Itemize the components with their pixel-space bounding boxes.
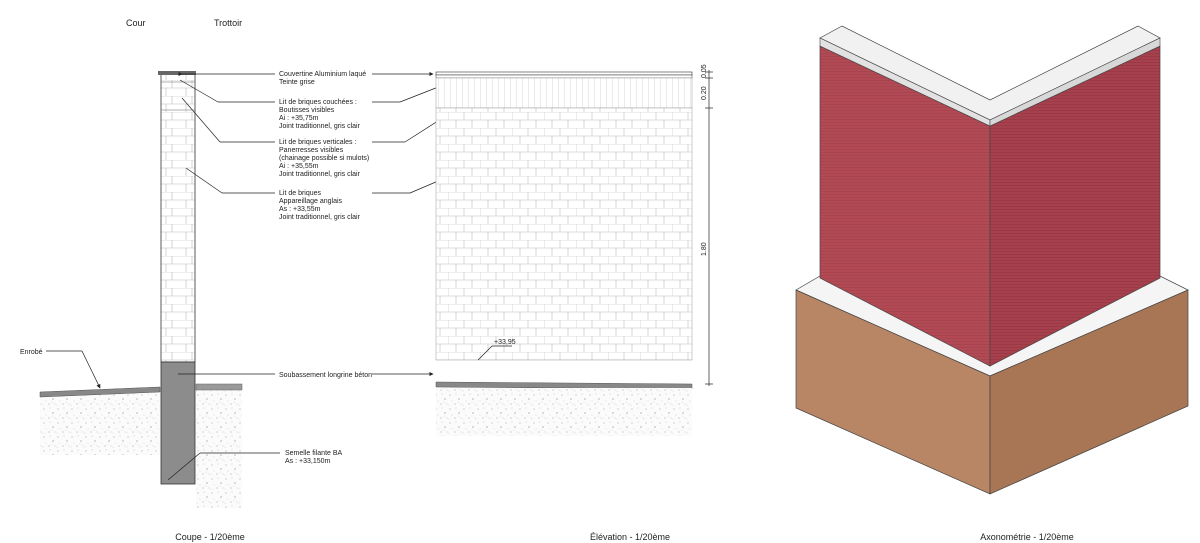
coping-front-right bbox=[989, 37, 1161, 127]
level-mark: +33,95 bbox=[494, 339, 516, 346]
axonometry-view: Axonométrie - 1/20ème bbox=[795, 25, 1189, 542]
dim-soldier: 0.20 bbox=[701, 86, 708, 100]
dim-coping: 0.05 bbox=[701, 64, 708, 78]
header-cour: Cour bbox=[126, 18, 146, 28]
ground-elevation bbox=[436, 388, 692, 436]
annotation-semelle: Semelle filante BA As : +33,150m bbox=[285, 450, 344, 465]
concrete-footing bbox=[160, 361, 196, 485]
coping-section bbox=[158, 71, 196, 75]
sidewalk-slab bbox=[195, 383, 243, 391]
annotation-couvertine: Couvertine Aluminium laqué Teinte grise bbox=[279, 71, 368, 86]
caption-coupe: Coupe - 1/20ème bbox=[175, 532, 245, 542]
brick-elevation bbox=[435, 107, 693, 361]
annotation-soubassement: Soubassement longrine béton bbox=[279, 372, 372, 379]
header-trottoir: Trottoir bbox=[214, 18, 242, 28]
enrobe-label: Enrobé bbox=[20, 349, 43, 356]
base-face-right bbox=[989, 289, 1189, 495]
annotation-briques: Lit de briques Appareillage anglais As :… bbox=[279, 190, 361, 221]
annotation-briques-couchees: Lit de briques couchées : Boutisses visi… bbox=[279, 99, 361, 130]
caption-elevation: Élévation - 1/20ème bbox=[590, 532, 670, 542]
ground-cour bbox=[40, 393, 160, 455]
dim-wall: 1.80 bbox=[701, 242, 708, 256]
coping-elevation bbox=[435, 71, 693, 76]
ground-trottoir bbox=[196, 390, 242, 508]
enrobe-layer bbox=[39, 386, 161, 398]
base-elevation bbox=[435, 381, 693, 390]
brick-wall-section bbox=[160, 73, 196, 363]
section-view: Cour Trottoir Enrobé Couvertine Aluminiu… bbox=[20, 18, 372, 542]
elevation-view: +33,95 0.05 0.20 1.80 Élévation - 1/20èm… bbox=[435, 64, 713, 542]
soldier-course bbox=[435, 77, 693, 109]
caption-axonometry: Axonométrie - 1/20ème bbox=[980, 532, 1074, 542]
annotation-briques-verticales: Lit de briques verticales : Panerresses … bbox=[279, 139, 371, 178]
